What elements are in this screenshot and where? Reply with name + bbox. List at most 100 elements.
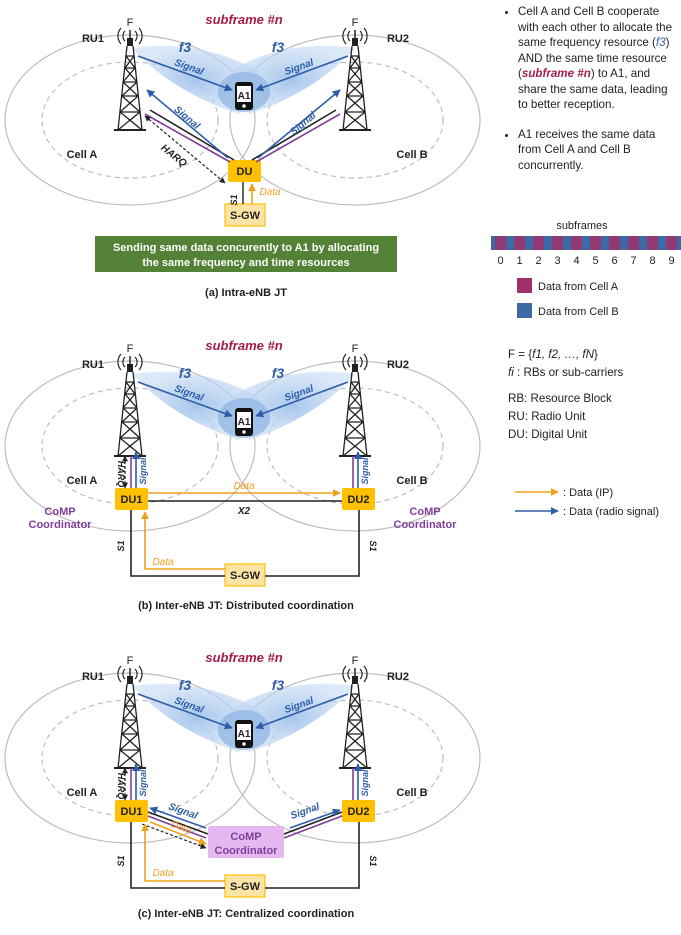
cell-b-inner-boundary <box>266 61 444 179</box>
legend-swatch-cell-b <box>517 303 532 318</box>
bullet-cooperation: Cell A and Cell B cooperate with each ot… <box>518 4 678 113</box>
legend-data-ip-label: : Data (IP) <box>563 487 613 499</box>
tower-ru1-icon <box>113 665 147 769</box>
subframe-highlight: subframe #n <box>521 67 591 80</box>
caption-a: (a) Intra-eNB JT <box>205 287 287 299</box>
data-sgw-to-du1 <box>141 511 225 570</box>
harq-label: HARQ <box>116 461 126 488</box>
caption-c: (c) Inter-eNB JT: Centralized coordinati… <box>138 908 355 920</box>
antenna-label-1: F <box>127 17 134 29</box>
harq-label: HARQ <box>159 143 189 170</box>
legend-swatch-cell-a <box>517 278 532 293</box>
data-du1-to-coordinator <box>149 821 207 846</box>
du1-box <box>115 800 148 822</box>
sgw-box <box>225 564 265 586</box>
caption-b: (b) Inter-eNB JT: Distributed coordinati… <box>138 600 354 612</box>
subframe-number: 1 <box>516 255 522 267</box>
antenna-label-2: F <box>352 343 359 355</box>
data-label-sgw: Data <box>152 868 174 879</box>
subframe-cell-a <box>533 236 544 250</box>
cell-a-inner-boundary <box>41 699 219 817</box>
sgw-border <box>224 874 266 898</box>
du-box <box>228 160 261 182</box>
data-sgw-to-du1 <box>141 823 225 882</box>
subframe-cell-a <box>590 236 601 250</box>
signal-ru1-to-a1 <box>137 55 233 92</box>
banner-line-2: the same frequency and time resources <box>142 257 349 269</box>
cell-a-inner-boundary <box>41 387 219 505</box>
freq-label-left: f3 <box>179 39 192 55</box>
ue-a1-label: A1 <box>238 91 251 102</box>
du-box-label: DU <box>237 166 253 178</box>
comp-coordinator-box-label-2: Coordinator <box>215 845 279 857</box>
comp-left-1: CoMP <box>44 506 75 518</box>
subframe-number: 2 <box>535 255 541 267</box>
signal-label-du2: Signal <box>360 769 370 797</box>
link-du1-coordinator-purple <box>147 815 207 839</box>
tower-ru2-icon <box>338 27 372 131</box>
s1-label-right: S1 <box>368 855 378 866</box>
cell-b-label: Cell B <box>396 475 427 487</box>
signal-label-fh2: Signal <box>288 110 318 138</box>
s1-label-left: S1 <box>116 540 126 551</box>
s1-du1-link <box>130 510 225 577</box>
link-du1-coordinator <box>147 811 209 835</box>
signal-label-du1: Signal <box>138 457 148 485</box>
subframe-number: 6 <box>611 255 617 267</box>
ru1-label: RU1 <box>82 671 104 683</box>
subframe-number: 5 <box>592 255 598 267</box>
harq-label: HARQ <box>116 773 126 800</box>
sgw-box-label: S-GW <box>230 570 261 582</box>
data-label: Data <box>259 187 281 198</box>
freq-label-right: f3 <box>272 365 285 381</box>
fronthaul-ru2-purple <box>255 113 341 163</box>
signal-ru2-to-a1 <box>255 693 349 730</box>
tower-ru1-icon <box>113 27 147 131</box>
subframe-title: subframe #n <box>205 650 282 665</box>
def-F: F = {f1, f2, …, fN} <box>508 348 598 361</box>
subframe-number: 7 <box>630 255 636 267</box>
sgw-box-label: S-GW <box>230 210 261 222</box>
subframe-number: 3 <box>554 255 560 267</box>
freq-label-right: f3 <box>272 677 285 693</box>
ue-a1-label: A1 <box>238 729 251 740</box>
freq-symbol: f3 <box>655 36 666 49</box>
subframe-number: 8 <box>649 255 655 267</box>
subframe-cell-a <box>552 236 563 250</box>
def-rb: RB: Resource Block <box>508 392 612 405</box>
ru1-label: RU1 <box>82 359 104 371</box>
legend-cell-b-label: Data from Cell B <box>538 306 619 318</box>
s1-label: S1 <box>229 194 239 205</box>
signal-ru1-to-a1 <box>137 381 233 418</box>
tower-ru2-icon <box>338 353 372 457</box>
subframe-cell-a <box>609 236 620 250</box>
ru1-label: RU1 <box>82 33 104 45</box>
subframe-title: subframe #n <box>205 338 282 353</box>
signal-coordinator-to-du1 <box>149 806 207 829</box>
du1-box-label: DU1 <box>120 494 142 506</box>
du2-box <box>342 488 375 510</box>
sgw-border <box>224 563 266 587</box>
s1-label-left: S1 <box>116 855 126 866</box>
comp-right-1: CoMP <box>409 506 440 518</box>
definitions: F = {f1, f2, …, fN} fi : RBs or sub-carr… <box>508 348 623 446</box>
subframe-number: 9 <box>668 255 674 267</box>
signal-ru2-to-a1 <box>255 381 349 418</box>
comp-right-2: Coordinator <box>394 519 458 531</box>
bullet-concurrent: A1 receives the same data from Cell A an… <box>518 127 678 174</box>
banner <box>95 236 397 272</box>
signal-label-fh1: Signal <box>172 104 202 132</box>
s1-du1-link <box>130 822 225 889</box>
signal-label-du2: Signal <box>360 457 370 485</box>
freq-label-left: f3 <box>179 677 192 693</box>
coordination-link <box>141 823 207 849</box>
antenna-label-1: F <box>127 655 134 667</box>
signal-label-du1: Signal <box>138 769 148 797</box>
sgw-box <box>225 204 265 226</box>
antenna-label-1: F <box>127 343 134 355</box>
ru2-label: RU2 <box>387 359 409 371</box>
signal-ru2-to-a1 <box>255 55 349 92</box>
cell-b-label: Cell B <box>396 787 427 799</box>
signal-du-to-ru2 <box>257 89 341 159</box>
subframe-title: subframe #n <box>205 12 282 27</box>
